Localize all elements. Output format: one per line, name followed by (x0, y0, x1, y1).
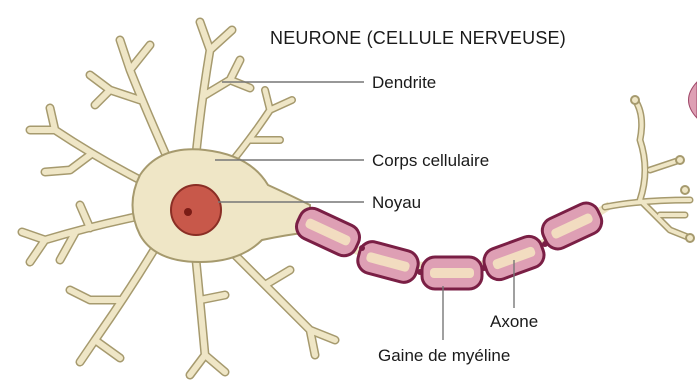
label-cell-body: Corps cellulaire (372, 151, 489, 171)
label-myelin-sheath: Gaine de myéline (378, 346, 510, 366)
myelin-segment (422, 257, 482, 289)
label-nucleus: Noyau (372, 193, 421, 213)
myelin-segment (292, 204, 364, 260)
myelin-segments (292, 199, 606, 289)
myelin-segment (355, 239, 421, 285)
label-axon: Axone (490, 312, 538, 332)
label-dendrite: Dendrite (372, 73, 436, 93)
diagram-title: NEURONE (CELLULE NERVEUSE) (270, 28, 566, 49)
adjacent-cell (689, 82, 697, 118)
nucleus (171, 185, 221, 235)
axon-terminal (605, 96, 694, 242)
myelin-segment (538, 199, 606, 253)
nucleolus (184, 208, 192, 216)
